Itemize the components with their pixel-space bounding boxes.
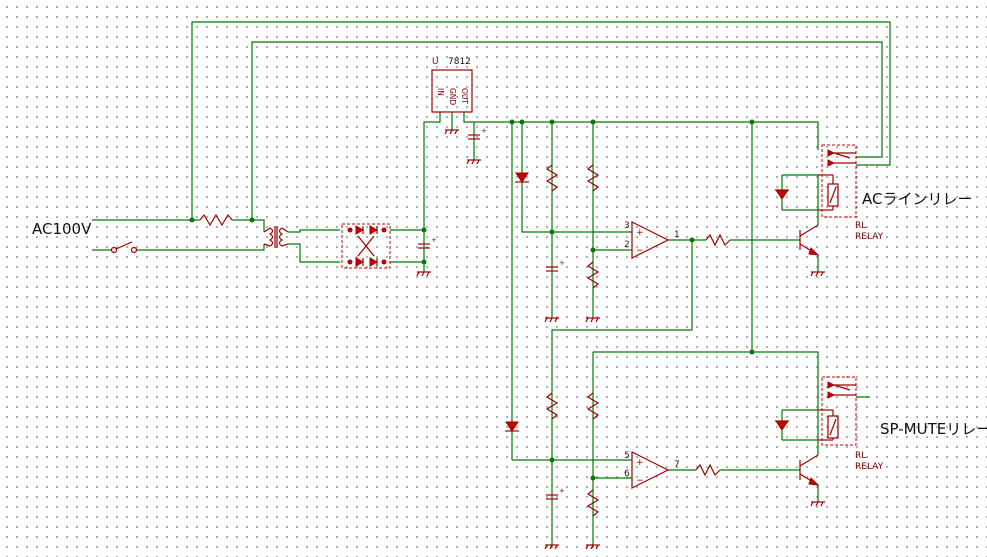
regulator-7812	[431, 69, 473, 113]
diodes	[505, 172, 789, 440]
svg-text:−: −	[636, 246, 644, 256]
junctions	[189, 119, 755, 481]
regulator-pin-gnd: GND	[448, 88, 457, 106]
opamps: + − + −	[631, 221, 670, 489]
svg-text:+: +	[559, 259, 565, 267]
relay1-ref: RL	[855, 221, 867, 231]
svg-text:+: +	[431, 236, 437, 244]
svg-text:−: −	[636, 476, 644, 486]
opamp1-pin-out: 1	[674, 230, 680, 240]
svg-text:+: +	[481, 127, 487, 135]
opamp2-pin-minus: 6	[624, 469, 630, 479]
relay1-value: RELAY	[855, 232, 884, 242]
svg-text:+: +	[636, 228, 644, 238]
relay2-value: RELAY	[855, 462, 884, 472]
svg-text:+: +	[559, 487, 565, 495]
transformer	[263, 226, 289, 248]
resistors	[199, 164, 731, 517]
sp-mute-relay-label: SP-MUTEリレー	[880, 420, 987, 438]
ac-line-relay-label: ACラインリレー	[862, 190, 973, 208]
ground-symbols	[416, 129, 825, 550]
regulator-pin-out: OUT	[460, 88, 469, 104]
regulator-pin-in: IN	[436, 88, 445, 96]
opamp1-pin-minus: 2	[624, 240, 630, 250]
opamp2-pin-out: 7	[674, 460, 680, 470]
ac-input-label: AC100V	[32, 220, 92, 238]
relay2-ref: RL	[855, 451, 867, 461]
wires	[92, 21, 891, 548]
svg-text:+: +	[636, 458, 644, 468]
bridge-rectifier	[341, 223, 391, 269]
regulator-ref: U	[432, 57, 439, 67]
capacitors: + + + +	[418, 127, 565, 500]
relays	[818, 144, 857, 446]
opamp2-pin-plus: 5	[624, 451, 630, 461]
transistors	[799, 224, 820, 486]
regulator-part: 7812	[448, 57, 471, 67]
opamp1-pin-plus: 3	[624, 221, 630, 231]
ac-switch	[110, 241, 138, 254]
